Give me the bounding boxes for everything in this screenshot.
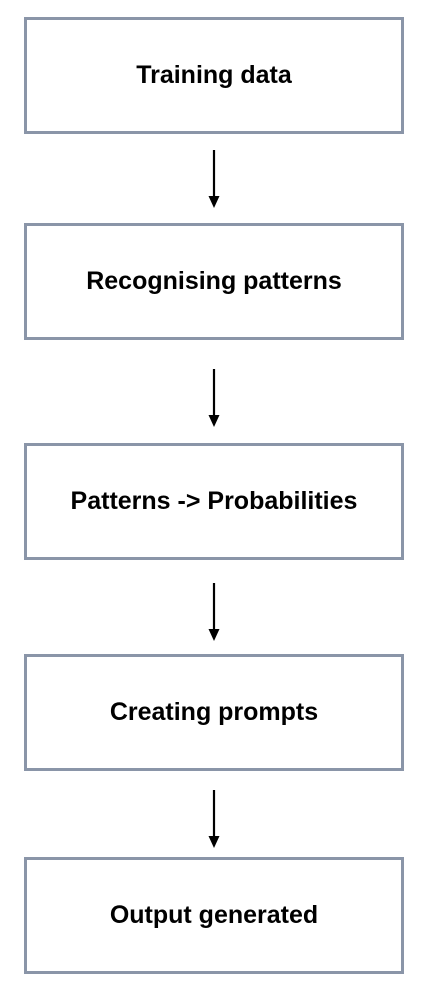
step-box-output-generated: Output generated (24, 857, 404, 974)
step-label: Patterns -> Probabilities (70, 487, 358, 515)
down-arrow-icon (207, 150, 221, 210)
step-box-training-data: Training data (24, 17, 404, 134)
down-arrow-icon (207, 583, 221, 643)
step-label: Training data (136, 61, 292, 89)
step-label: Recognising patterns (86, 267, 342, 295)
step-box-creating-prompts: Creating prompts (24, 654, 404, 771)
step-label: Creating prompts (109, 698, 319, 726)
down-arrow-icon (207, 790, 221, 850)
step-box-recognising-patterns: Recognising patterns (24, 223, 404, 340)
step-label: Output generated (109, 901, 319, 929)
step-box-patterns-probabilities: Patterns -> Probabilities (24, 443, 404, 560)
down-arrow-icon (207, 369, 221, 429)
